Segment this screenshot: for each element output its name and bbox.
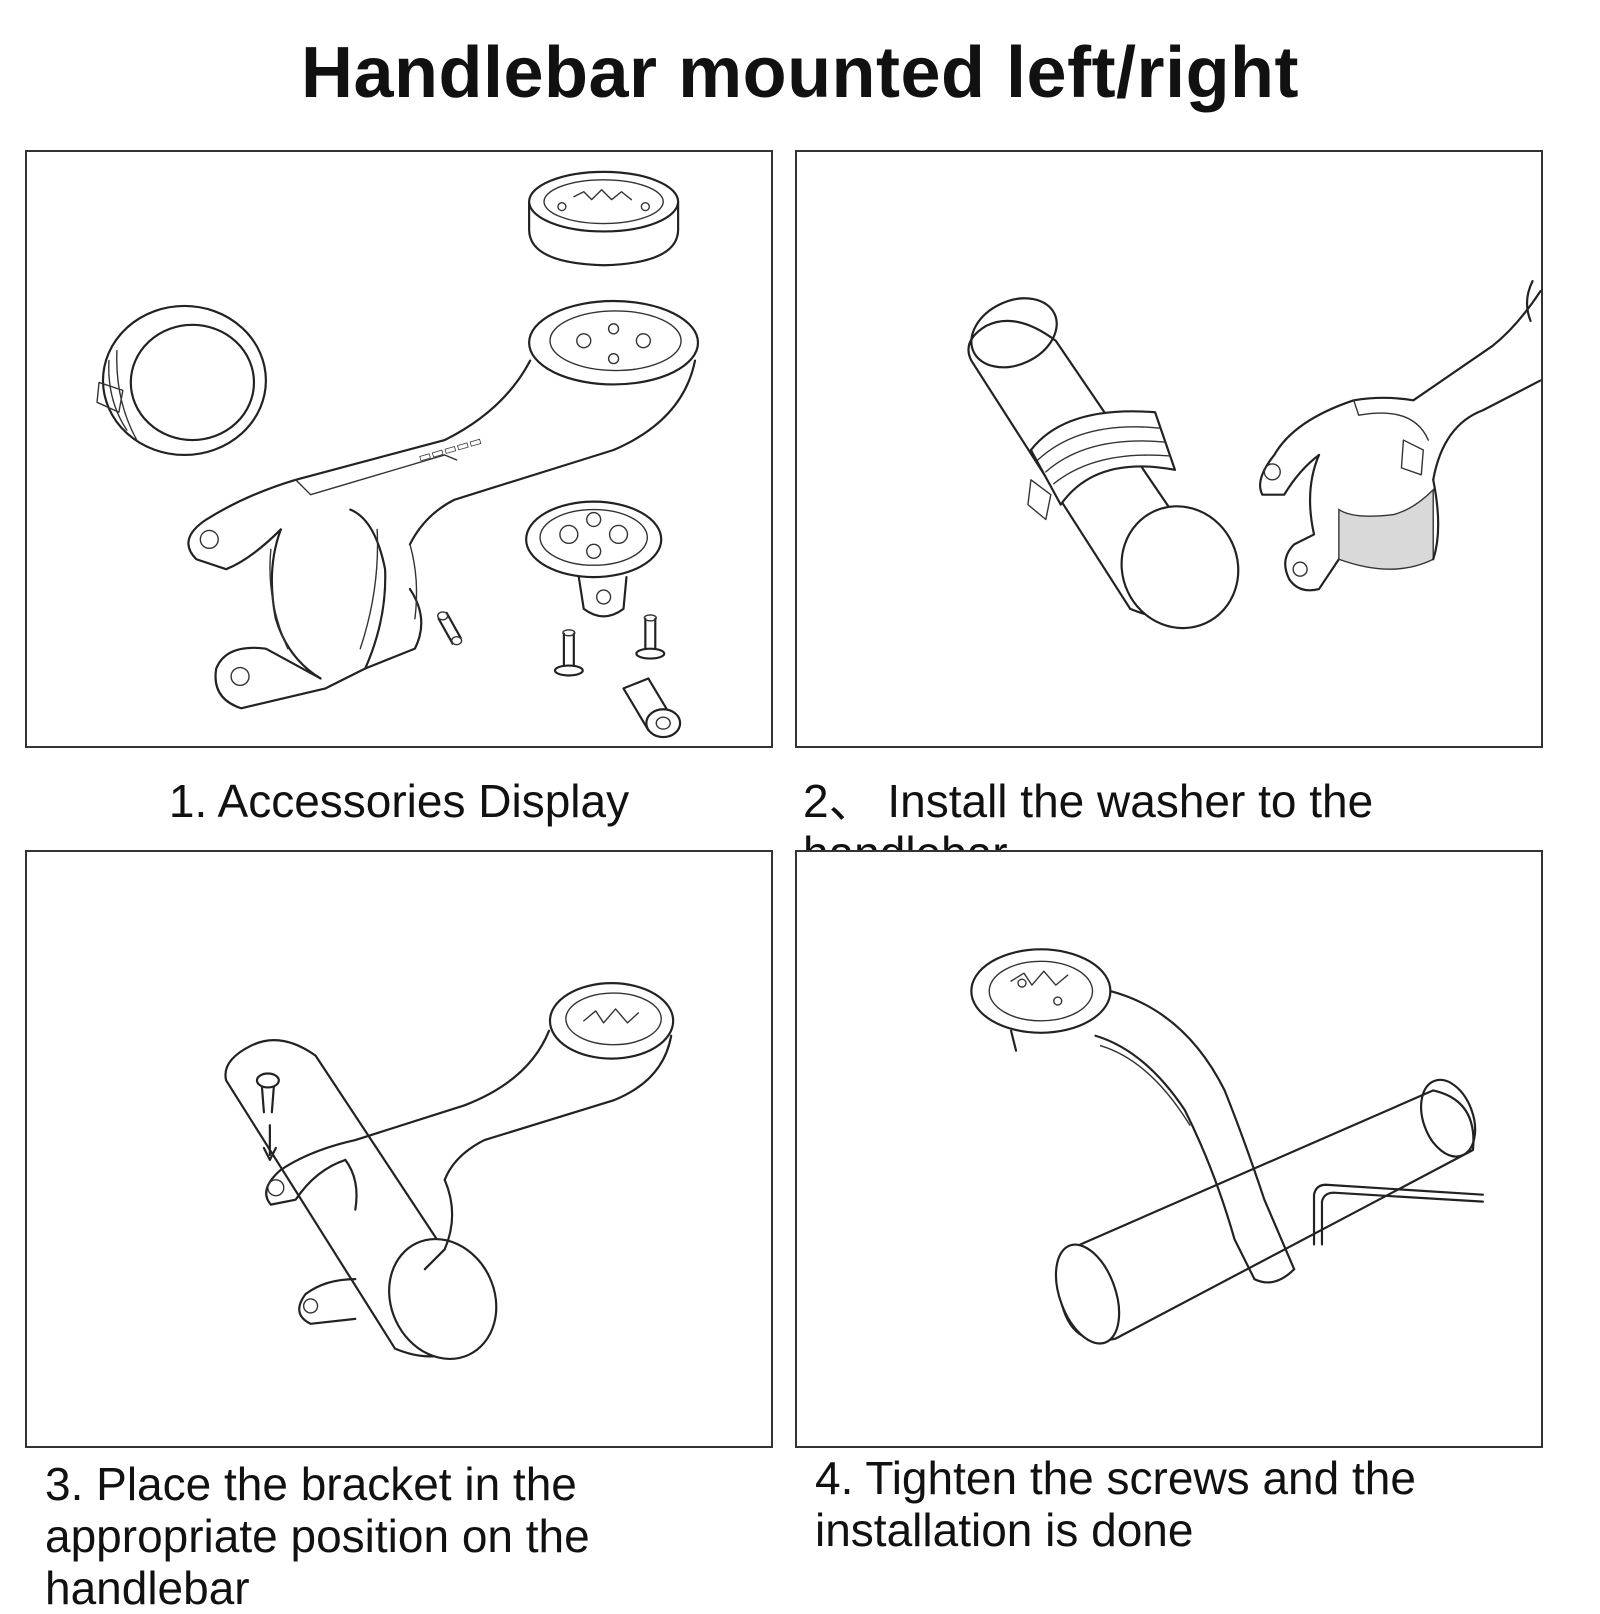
bracket-arm xyxy=(970,948,1296,1284)
step-1-caption: 1. Accessories Display xyxy=(168,775,630,827)
screw-arrow xyxy=(255,1072,280,1162)
step-3-illustration xyxy=(25,850,773,1448)
tighten-screws-drawing xyxy=(970,948,1484,1345)
washer-on-tube xyxy=(1027,410,1177,521)
hex-key xyxy=(1312,1183,1484,1246)
step-4-caption: 4. Tighten the screws and the installati… xyxy=(815,1452,1416,1556)
handlebar-tube xyxy=(224,1039,498,1361)
bracket-placement-drawing xyxy=(224,982,675,1361)
screws-set xyxy=(437,611,682,739)
step-2-illustration xyxy=(795,150,1543,748)
step-1-illustration: ▭▭▭▭▭ xyxy=(25,150,773,748)
page-title: Handlebar mounted left/right xyxy=(300,33,1300,113)
bracket-clamp xyxy=(1259,280,1541,592)
washer-install-drawing xyxy=(967,280,1541,630)
handlebar-tube xyxy=(1054,1078,1477,1345)
step-3-caption: 3. Place the bracket in the appropriate … xyxy=(45,1458,590,1614)
accessories-drawing: ▭▭▭▭▭ xyxy=(96,170,700,739)
washer-ring xyxy=(96,304,267,457)
bracket-arm xyxy=(265,982,675,1325)
mount-adapter-top xyxy=(528,170,680,267)
gopro-adapter xyxy=(525,500,663,618)
step-4-illustration xyxy=(795,850,1543,1448)
